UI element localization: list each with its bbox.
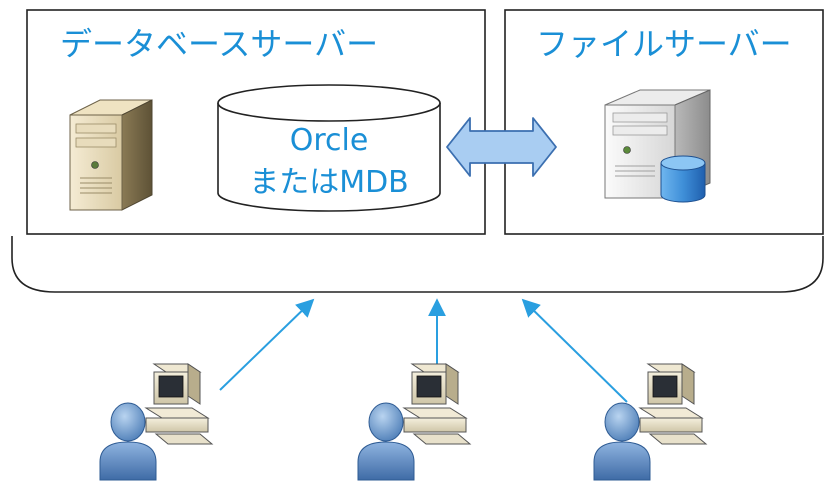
client-workstation-icon [357,363,472,481]
client-workstation-icon [593,363,708,481]
database-cylinder-icon [217,84,441,212]
database-label-line2: またはMDB [249,165,409,200]
network-bracket [11,236,824,293]
client-right-connection-arrow [521,298,628,403]
file-server-title: ファイルサーバー [536,25,792,63]
client-workstation-icon [99,363,214,481]
server-tower-icon [69,99,153,211]
file-server-icon [604,89,711,203]
database-label-line1: Orcle [290,123,369,158]
sync-arrow [446,117,557,177]
client-left-connection-arrow [219,298,315,391]
database-server-title: データベースサーバー [60,25,378,63]
